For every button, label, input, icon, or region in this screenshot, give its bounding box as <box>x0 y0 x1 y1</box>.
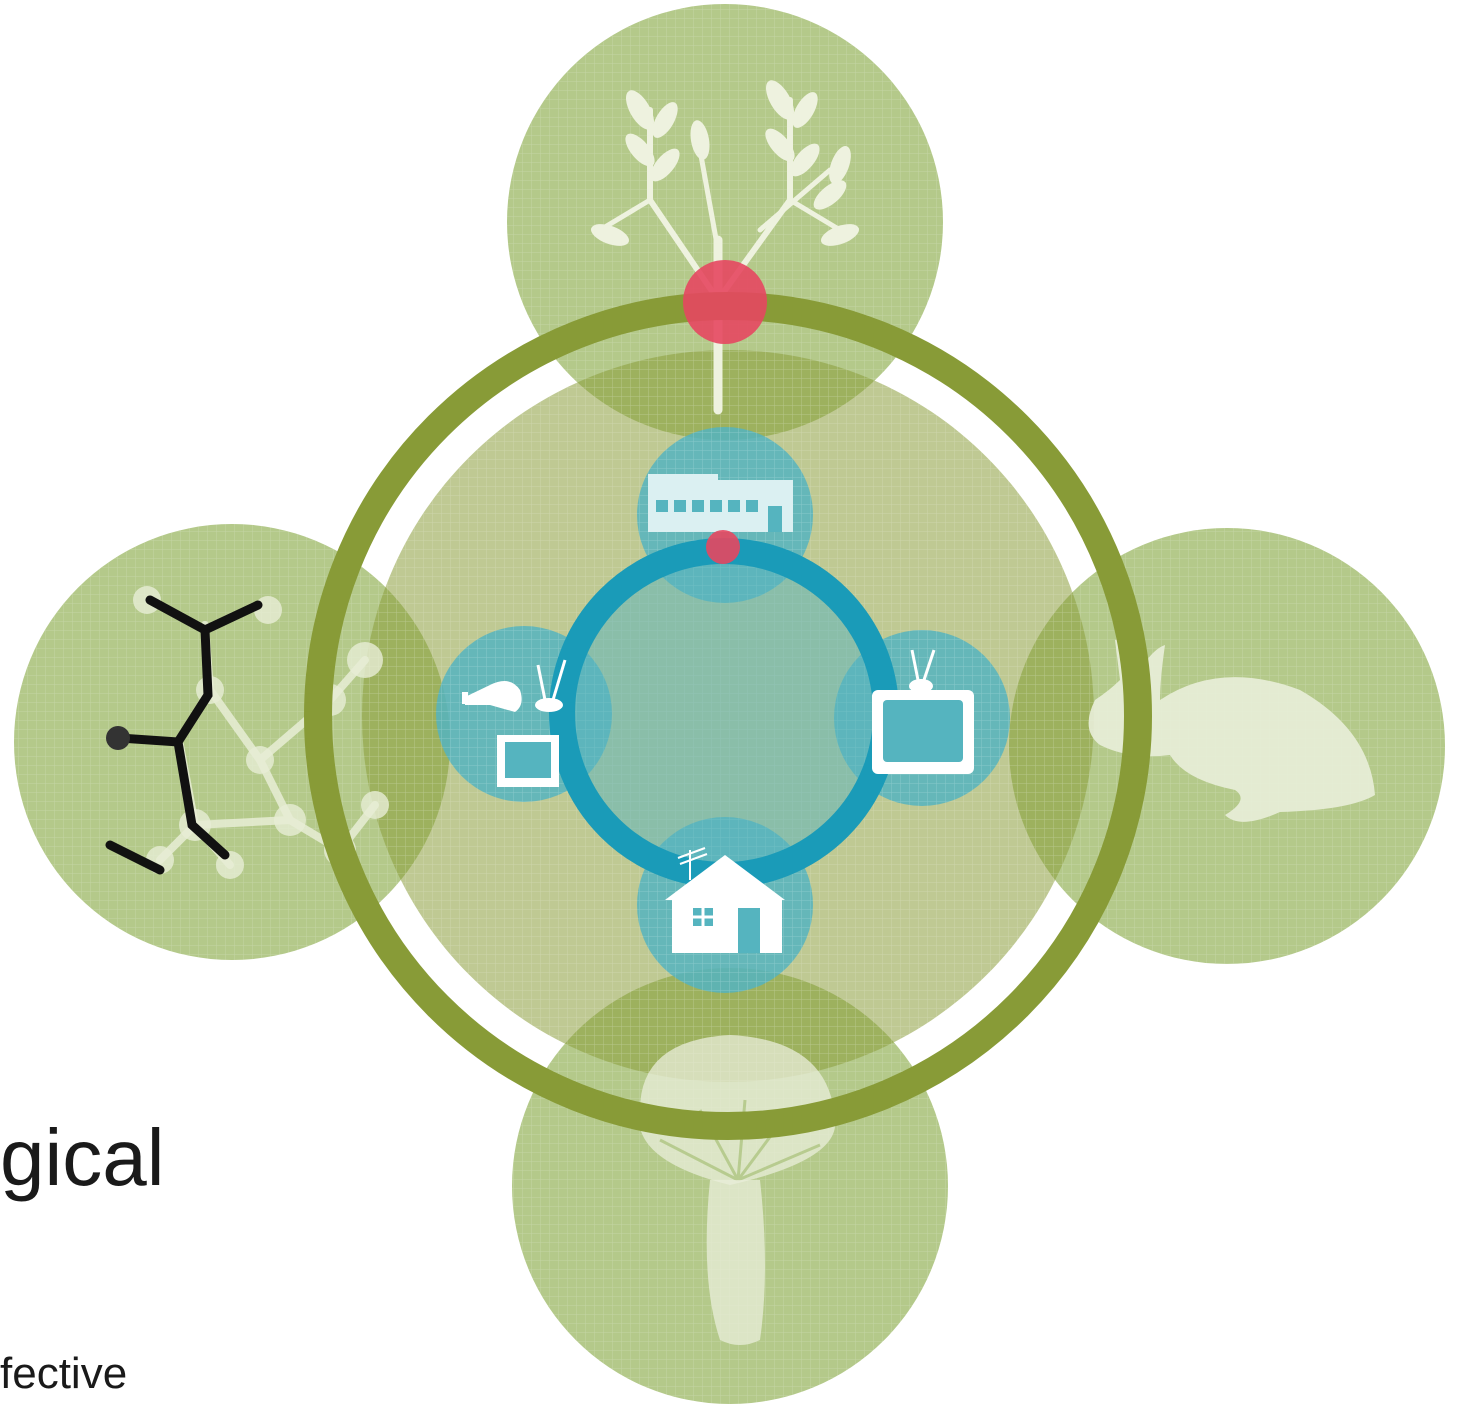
inner-disc <box>562 551 886 875</box>
rabbit-icon <box>1088 639 1375 822</box>
house-icon <box>665 847 785 953</box>
appliances-icon <box>462 659 567 787</box>
inner-connector-dot <box>706 530 740 564</box>
molecule-icon <box>105 586 389 879</box>
tv-icon <box>872 649 974 774</box>
partial-heading-text: gical <box>0 1113 165 1202</box>
building-icon <box>648 474 793 532</box>
partial-body-text: fective <box>0 1349 128 1398</box>
outer-connector-dot <box>683 260 767 344</box>
